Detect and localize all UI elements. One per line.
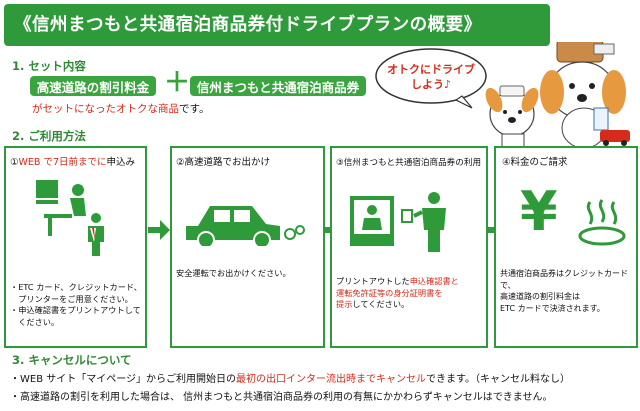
arrow-right-icon: [148, 220, 170, 240]
step-box-1: [4, 146, 147, 348]
yen-icon: ¥: [520, 180, 558, 243]
step-box-2: [170, 146, 325, 348]
computer-user-icon: [36, 180, 104, 256]
set-description: がセットになったオトクな商品です。: [32, 101, 209, 116]
step-3-note: プリントアウトした申込確認書と 運転免許証等の身分証明書を 提示してください。: [336, 276, 459, 309]
step-box-3: [330, 146, 488, 348]
discount-fee-pill: 高速道路の割引料金: [30, 76, 156, 96]
plus-sign: ＋: [164, 68, 191, 98]
counter-staff-icon: [350, 192, 446, 252]
cancel-policy-line-1: ・WEB サイト「マイページ」からご利用開始日の最初の出口インター流出時までキャ…: [10, 374, 571, 385]
voucher-pill: 信州まつもと共通宿泊商品券: [190, 76, 366, 96]
page-title: 《信州まつもと共通宿泊商品券付ドライブプランの概要》: [14, 15, 482, 35]
step-1-title: ①WEB で7日前までに申込み: [10, 157, 136, 168]
section-heading-set: 1. セット内容: [12, 59, 86, 73]
title-banner: [4, 4, 550, 46]
set-description-highlight: がセットになったオトクな商品: [32, 103, 179, 115]
step-box-4: [494, 146, 638, 348]
step-4-notes: 共通宿泊商品券はクレジットカードで、 高速道路の割引料金は ETC カードで決済…: [500, 269, 628, 313]
step-3-title: ③信州まつもと共通宿泊商品券の利用: [336, 158, 482, 168]
mascot-illustration: [375, 42, 630, 149]
step-2-note: 安全運転でお出かけください。: [176, 268, 291, 278]
hot-spring-icon: [578, 199, 626, 246]
step-1-notes: ・ETC カード、クレジットカード、 プリンターをご用意ください。 ・申込確認書…: [10, 282, 142, 327]
section-heading-cancel: 3. キャンセルについて: [12, 353, 132, 367]
step-4-title: ④料金のご請求: [502, 157, 568, 168]
speech-bubble-text: オトクにドライブしよう♪: [387, 63, 475, 91]
section-heading-usage: 2. ご利用方法: [12, 129, 86, 143]
cancel-policy-line-2: ・高速道路の割引を利用した場合は、 信州まつもと共通宿泊商品券の利用の有無にかか…: [10, 392, 553, 403]
step-2-title: ②高速道路でお出かけ: [176, 157, 271, 168]
car-icon: [186, 206, 305, 246]
set-description-tail: です。: [179, 103, 210, 115]
